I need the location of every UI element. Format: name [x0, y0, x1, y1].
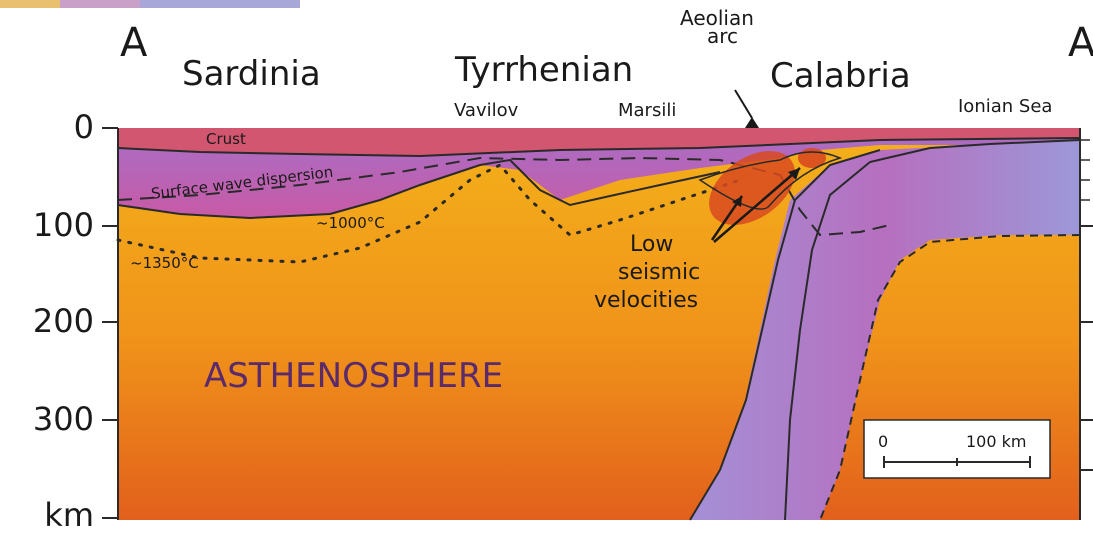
depth-tick-200: 200	[4, 302, 94, 340]
label-seismic: seismic	[618, 260, 700, 285]
right-axis	[1080, 128, 1093, 520]
label-isotherm-1000: ~1000°C	[316, 214, 385, 232]
label-asthenosphere: ASTHENOSPHERE	[204, 356, 503, 396]
label-sardinia: Sardinia	[182, 54, 321, 94]
label-crust: Crust	[206, 130, 246, 148]
label-vavilov: Vavilov	[454, 100, 518, 121]
label-low: Low	[630, 232, 673, 257]
depth-unit-km: km	[4, 496, 94, 534]
depth-axis	[102, 128, 118, 520]
volcano-marker	[745, 117, 759, 128]
section-end-right: A	[1068, 20, 1093, 66]
section-end-left: A	[120, 20, 147, 66]
label-ionian-sea: Ionian Sea	[958, 96, 1052, 117]
depth-tick-300: 300	[4, 400, 94, 438]
label-arc: arc	[707, 24, 738, 48]
label-marsili: Marsili	[618, 100, 676, 121]
label-tyrrhenian: Tyrrhenian	[455, 50, 633, 90]
depth-tick-100: 100	[4, 206, 94, 244]
label-isotherm-1350: ~1350°C	[130, 254, 199, 272]
scale-bar-end: 100 km	[966, 432, 1026, 451]
aeolian-pointer	[735, 90, 752, 118]
label-calabria: Calabria	[770, 56, 911, 96]
color-scale-fragment	[0, 0, 300, 8]
scale-bar-start: 0	[878, 432, 888, 451]
depth-tick-0: 0	[4, 108, 94, 146]
label-velocities: velocities	[594, 288, 698, 313]
